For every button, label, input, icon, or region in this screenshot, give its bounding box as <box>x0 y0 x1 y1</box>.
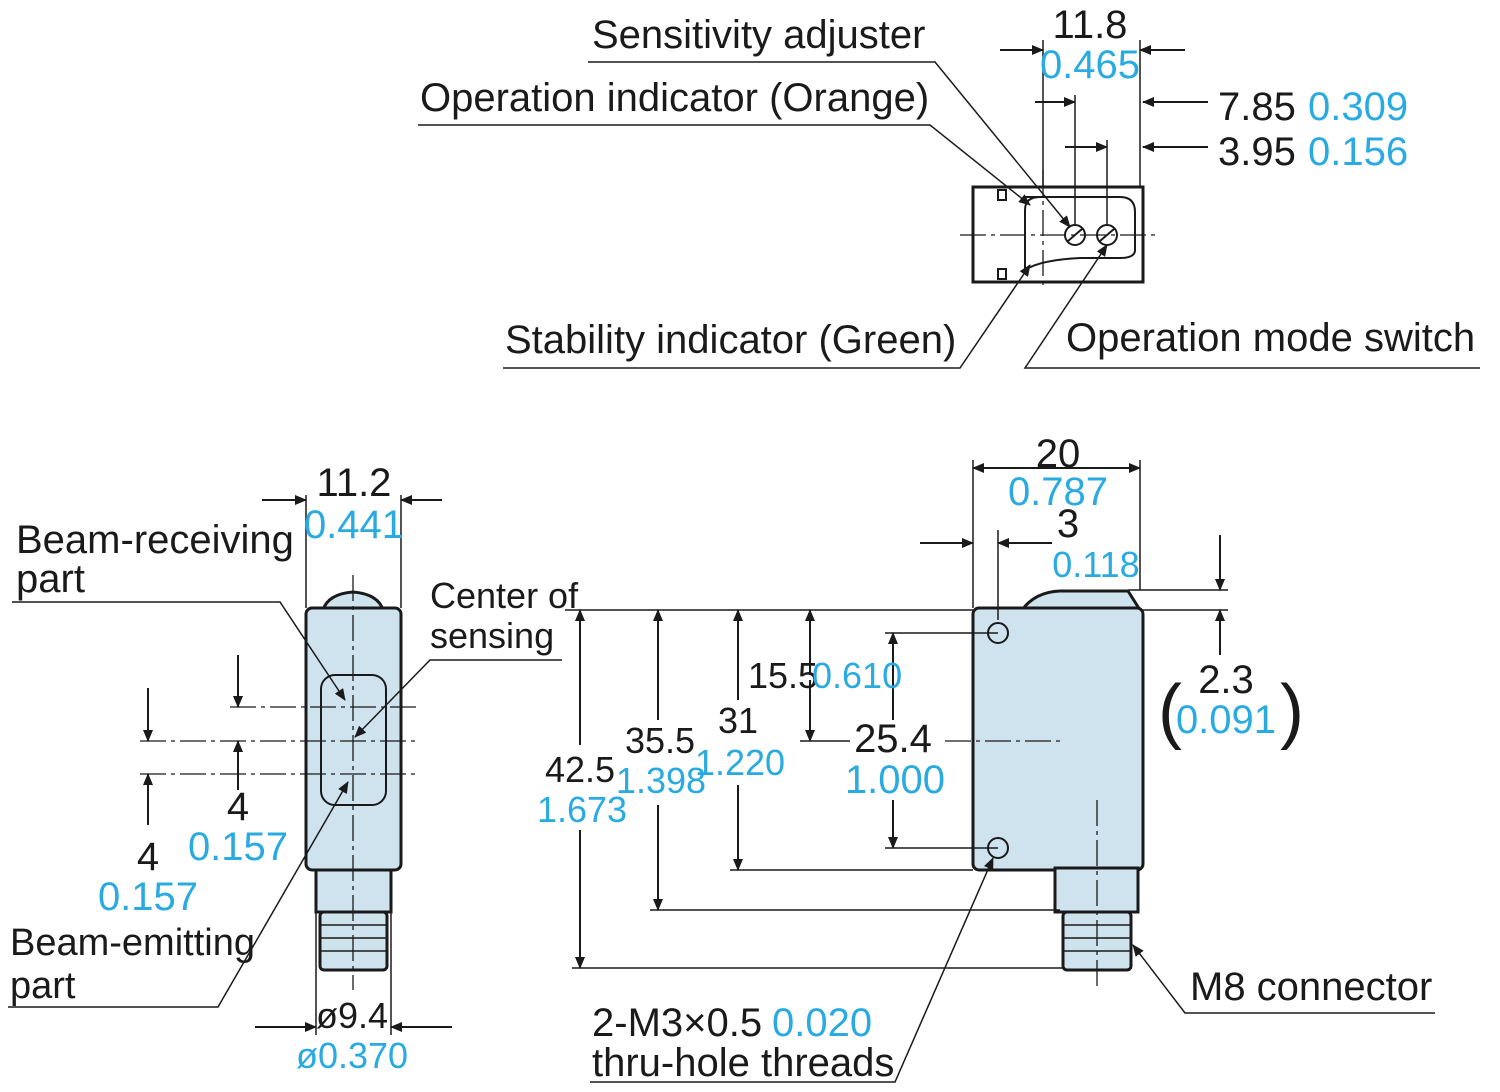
dim-side-23-paren-close: ) <box>1280 671 1304 751</box>
top-view-notch-top <box>997 189 1007 201</box>
dim-side-155-mm: 15.5 <box>748 655 818 696</box>
dim-side-width-in: 0.787 <box>1008 470 1108 514</box>
dim-side-23-mm: 2.3 <box>1198 658 1254 702</box>
dim-side-155-in: 0.610 <box>812 655 902 696</box>
label-stability-indicator: Stability indicator (Green) <box>505 318 956 362</box>
side-view-top-bump <box>1019 589 1143 612</box>
dim-side-31-in: 1.220 <box>695 742 785 783</box>
dim-top-785-in: 0.309 <box>1308 85 1408 129</box>
dim-front-4b-mm: 4 <box>137 835 159 879</box>
label-beam-receiving-1: Beam-receiving <box>16 518 294 562</box>
side-view-body <box>971 606 1145 872</box>
dim-side-254-in: 1.000 <box>845 758 945 802</box>
dim-side-width-mm: 20 <box>1036 432 1081 476</box>
dim-side-254-mm: 25.4 <box>854 717 932 761</box>
label-center-of-sensing-1: Center of <box>430 575 579 616</box>
dim-connector-dia-mm: ø9.4 <box>316 995 388 1036</box>
dim-front-4a-in: 0.157 <box>188 825 288 869</box>
dim-side-425-in: 1.673 <box>537 789 627 830</box>
dim-top-395-in: 0.156 <box>1308 130 1408 174</box>
label-thread-in: 0.020 <box>772 1001 872 1045</box>
top-view-notch-bottom <box>997 268 1007 280</box>
annotation-text: Sensitivity adjuster Operation indicator… <box>10 3 1475 1085</box>
front-view <box>8 495 562 1035</box>
label-thread-mm: 2-M3×0.5 <box>592 1001 762 1045</box>
label-m8-connector: M8 connector <box>1190 965 1432 1009</box>
label-beam-emitting-2: part <box>10 965 76 1007</box>
label-beam-emitting-1: Beam-emitting <box>10 922 255 964</box>
dim-front-4a-mm: 4 <box>227 785 249 829</box>
dim-front-width-mm: 11.2 <box>317 461 392 505</box>
label-center-of-sensing-2: sensing <box>430 615 554 656</box>
top-view <box>418 40 1480 369</box>
label-beam-receiving-2: part <box>16 557 85 601</box>
label-operation-mode-switch: Operation mode switch <box>1066 316 1475 360</box>
dim-side-3-mm: 3 <box>1057 502 1079 546</box>
label-sensitivity-adjuster: Sensitivity adjuster <box>592 13 925 57</box>
dim-side-355-in: 1.398 <box>616 760 706 801</box>
dim-side-23-paren-open: ( <box>1158 671 1182 751</box>
dim-connector-dia-in: ø0.370 <box>296 1035 408 1076</box>
dim-side-355-mm: 35.5 <box>625 720 695 761</box>
dim-top-width-in: 0.465 <box>1040 43 1140 87</box>
dim-front-4b-in: 0.157 <box>98 875 198 919</box>
dim-front-width-in: 0.441 <box>304 503 404 547</box>
dim-top-785-mm: 7.85 <box>1218 85 1296 129</box>
dim-side-31-mm: 31 <box>718 700 758 741</box>
side-view <box>565 460 1435 1083</box>
label-operation-indicator: Operation indicator (Orange) <box>420 76 929 120</box>
label-thread-type: thru-hole threads <box>592 1041 894 1085</box>
dim-side-23-in: 0.091 <box>1176 698 1276 742</box>
dim-side-425-mm: 42.5 <box>545 749 615 790</box>
dim-side-3-in: 0.118 <box>1052 544 1139 585</box>
dim-top-width-mm: 11.8 <box>1053 3 1128 47</box>
dim-top-395-mm: 3.95 <box>1218 130 1296 174</box>
